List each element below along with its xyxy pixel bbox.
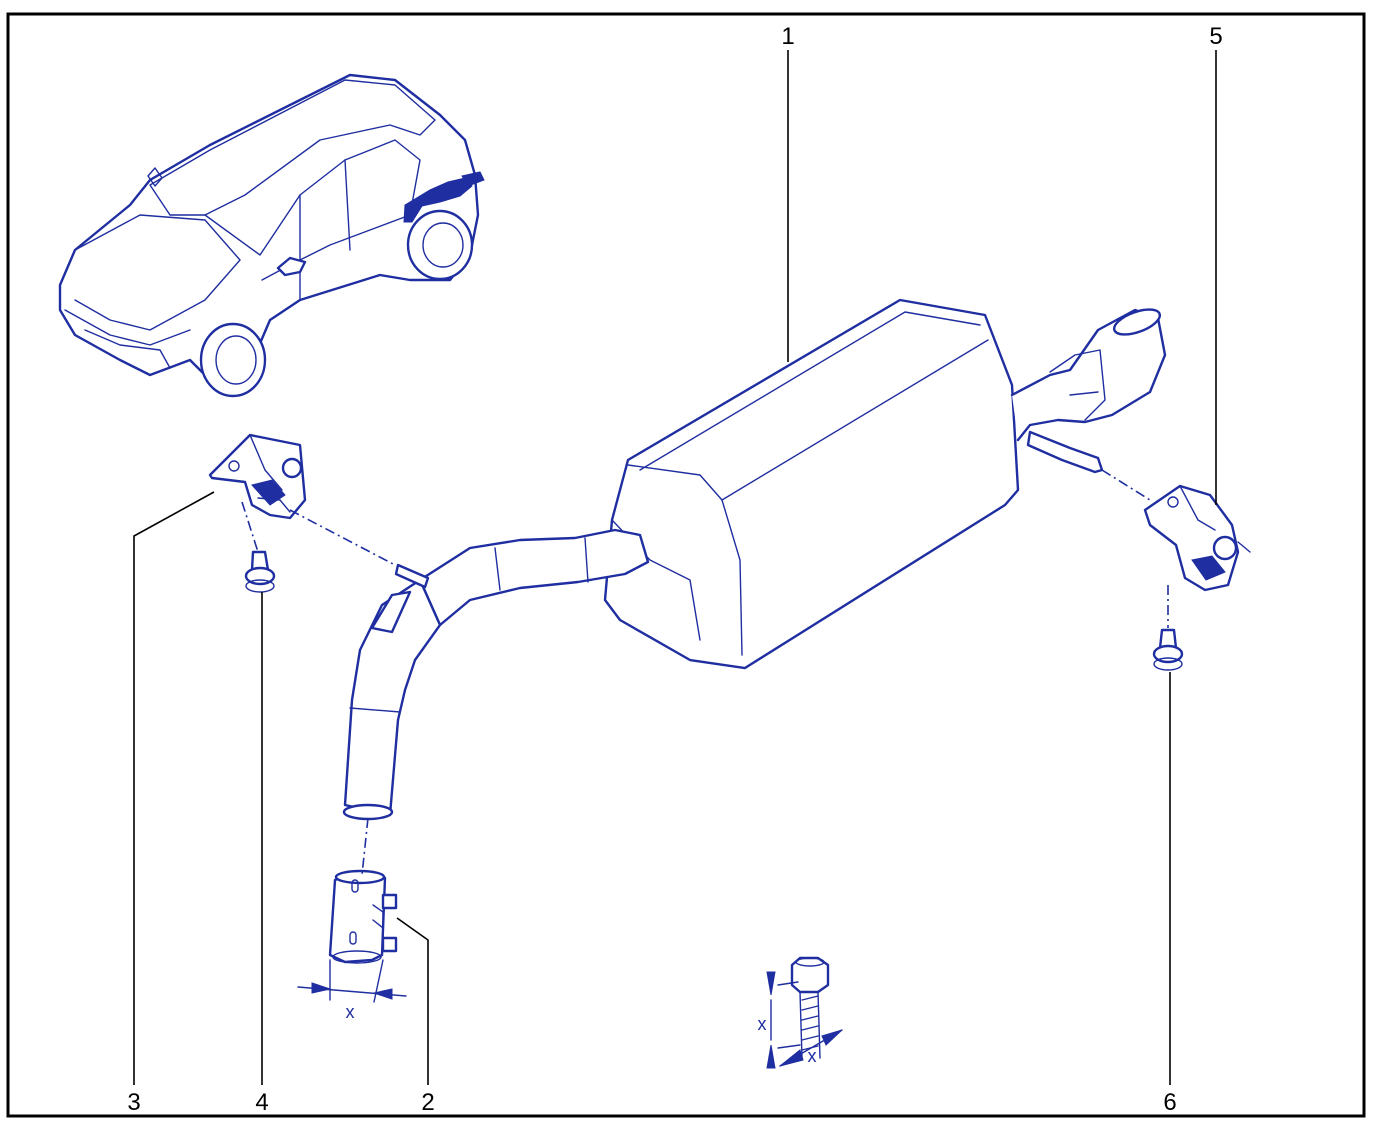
callout-3: 3 [127,1089,140,1116]
part-6-bolt-right [1152,628,1184,671]
vehicle-illustration [58,73,485,398]
callout-1: 1 [781,23,794,50]
part-4-bolt-left [244,550,276,593]
part-2-clamp [328,869,398,964]
part-5-mounting-bracket-right [1143,484,1251,592]
diagram-frame [6,12,1366,1118]
bolt-length-label: x [758,1014,767,1034]
callout-5: 5 [1209,23,1222,50]
assembly-lines [241,469,1169,876]
clamp-dimension-label: x [346,1002,355,1022]
part-3-mounting-bracket-left [208,433,307,520]
callout-4: 4 [255,1089,268,1116]
part-1-silencer-assembly [342,298,1167,821]
leader-lines [133,50,1217,1085]
clamp-dimension [297,959,407,1003]
bolt-diameter-label: x [808,1046,817,1066]
callout-2: 2 [421,1089,434,1116]
bolt-dimension-detail [766,956,843,1069]
callout-6: 6 [1163,1089,1176,1116]
